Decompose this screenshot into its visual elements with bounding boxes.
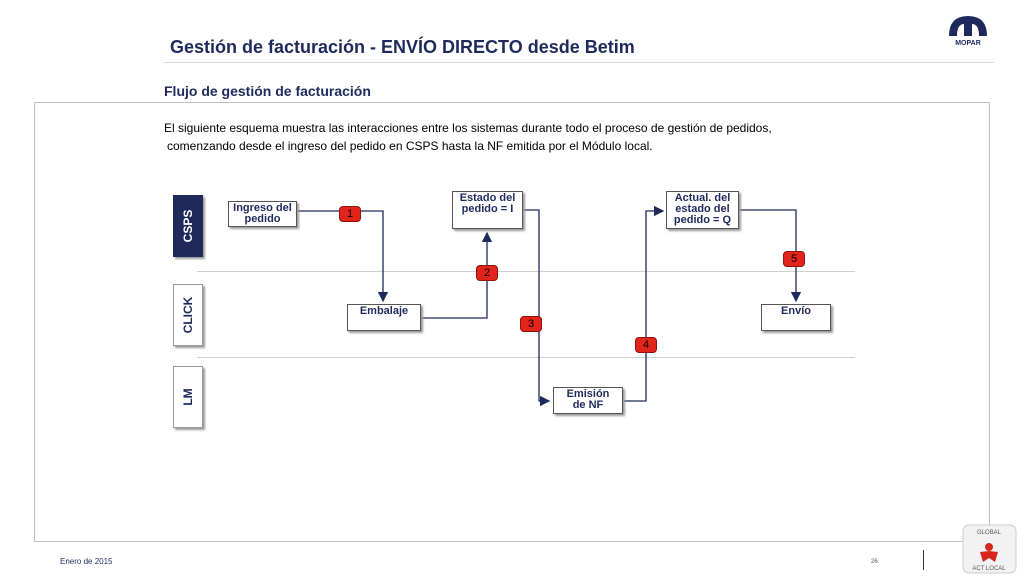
box-estado-label: Estado del pedido = I — [459, 192, 516, 215]
box-ingreso-label: Ingreso del pedido — [233, 202, 292, 225]
connector-actual-envio — [739, 209, 802, 303]
connector-ingreso-embalaje — [297, 210, 389, 303]
box-embalaje: Embalaje — [347, 304, 421, 331]
content-panel — [34, 102, 990, 542]
box-envio-label: Envío — [781, 305, 811, 317]
description-line-2: comenzando desde el ingreso del pedido e… — [167, 139, 653, 153]
description: El siguiente esquema muestra las interac… — [164, 119, 772, 155]
step-badge-2: 2 — [476, 265, 498, 281]
box-estado-pedido: Estado del pedido = I — [452, 191, 523, 229]
mopar-logo: MOPAR — [945, 12, 991, 48]
box-actual-label: Actual. del estado del pedido = Q — [673, 192, 732, 226]
footer-divider — [923, 550, 924, 570]
section-subtitle: Flujo de gestión de facturación — [164, 83, 371, 99]
description-line-1: El siguiente esquema muestra las interac… — [164, 121, 772, 135]
lane-separator — [197, 271, 855, 272]
step-badge-4: 4 — [635, 337, 657, 353]
box-emision-label: Emisión de NF — [566, 388, 610, 411]
lane-lm: LM — [173, 366, 203, 428]
box-envio: Envío — [761, 304, 831, 331]
connector-estado-emision — [523, 209, 551, 407]
page-title: Gestión de facturación - ENVÍO DIRECTO d… — [170, 37, 635, 57]
box-ingreso-pedido: Ingreso del pedido — [228, 201, 297, 227]
connector-embalaje-estado — [421, 231, 493, 319]
page-number: 26 — [871, 559, 878, 565]
connector-emision-actual — [623, 205, 665, 402]
step-badge-1: 1 — [339, 206, 361, 222]
badge-top-text: GLOBAL — [977, 530, 1002, 536]
footer-date: Enero de 2015 — [60, 557, 113, 566]
box-embalaje-label: Embalaje — [359, 305, 409, 317]
lane-click: CLICK — [173, 284, 203, 346]
header-divider — [164, 62, 994, 63]
box-actual-estado: Actual. del estado del pedido = Q — [666, 191, 739, 229]
lane-csps: CSPS — [173, 195, 203, 257]
lane-separator — [197, 357, 855, 358]
box-emision-nf: Emisión de NF — [553, 387, 623, 414]
svg-text:MOPAR: MOPAR — [955, 40, 981, 47]
global-act-local-badge: GLOBAL ACT LOCAL — [962, 524, 1017, 574]
step-badge-3: 3 — [520, 316, 542, 332]
badge-bottom-text: ACT LOCAL — [972, 566, 1006, 572]
step-badge-5: 5 — [783, 251, 805, 267]
